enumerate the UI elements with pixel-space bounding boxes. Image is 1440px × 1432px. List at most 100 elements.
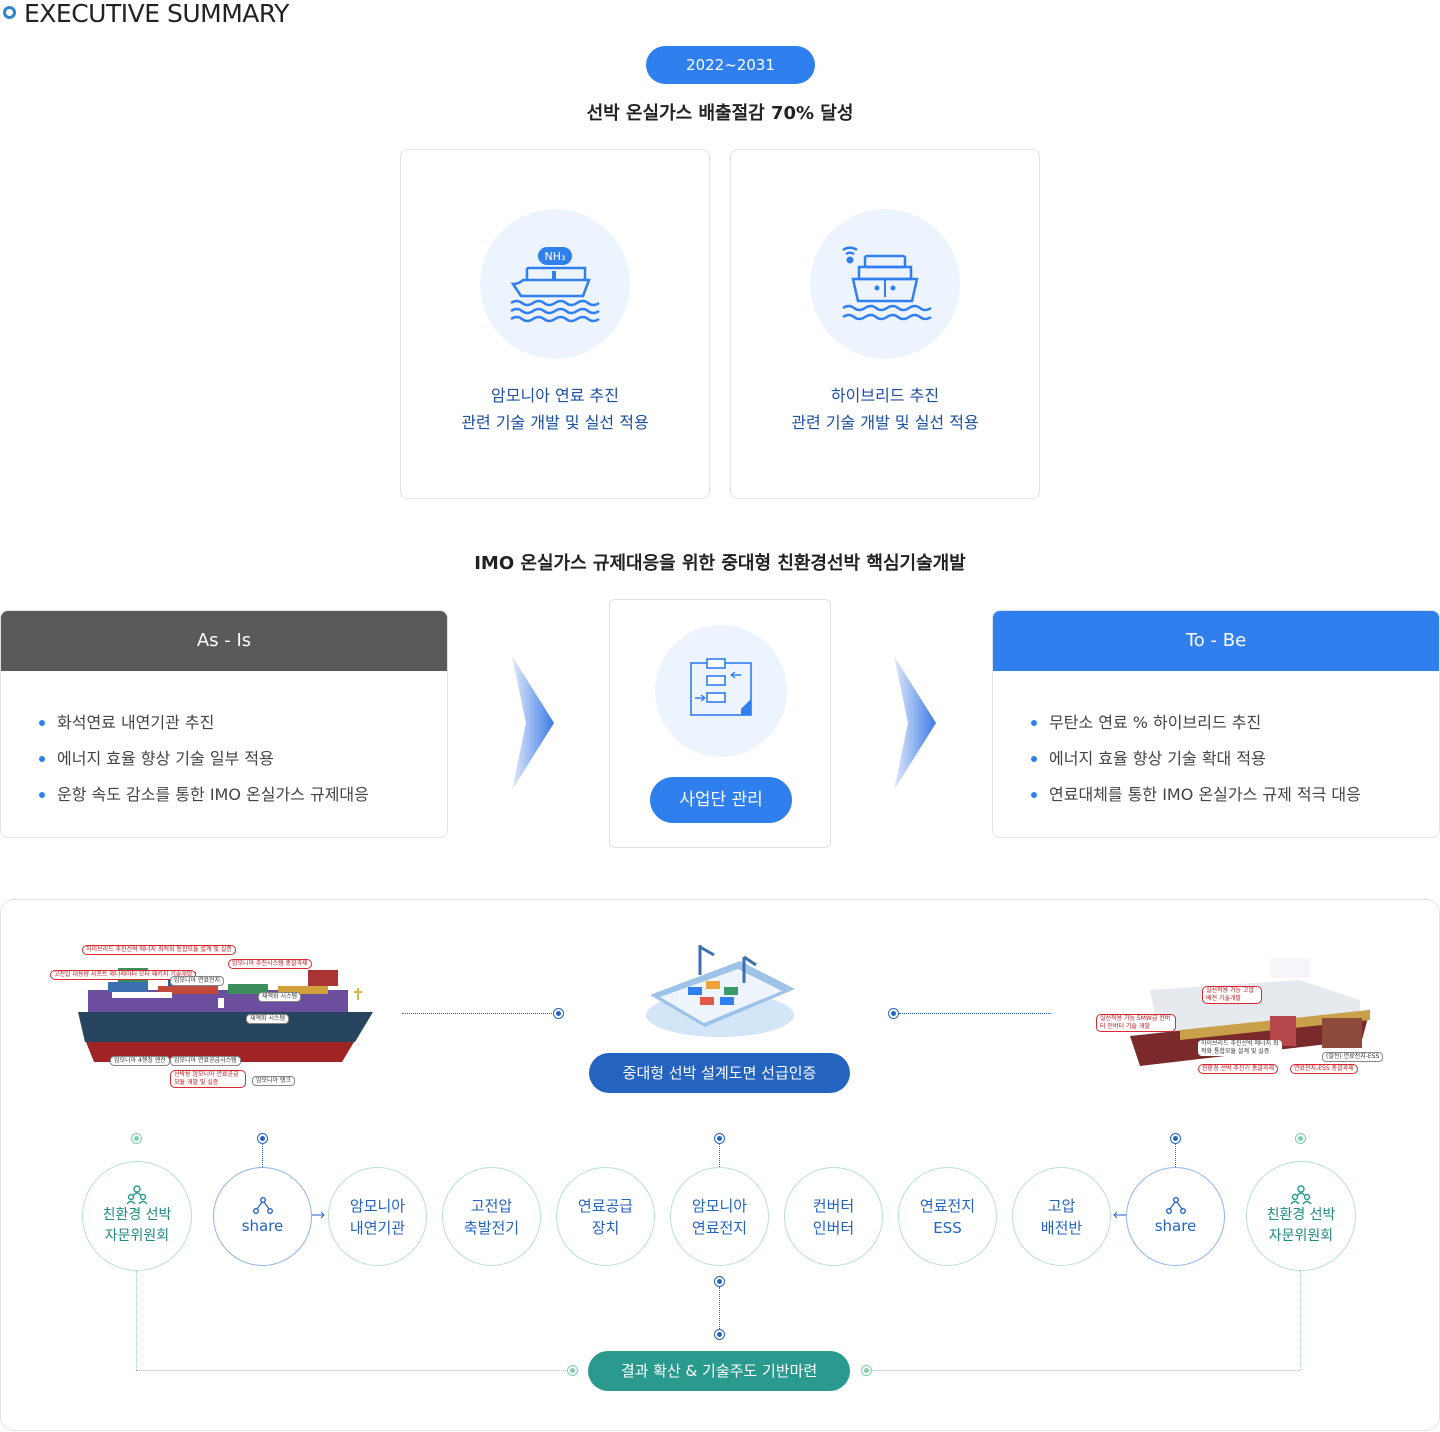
as-is-title: As - Is	[1, 611, 447, 671]
share-icon	[1165, 1196, 1186, 1214]
ship-tag: 재액화 시스템	[258, 992, 302, 1002]
list-item: 화석연료 내연기관 추진	[39, 705, 447, 741]
connector-line	[872, 1370, 1300, 1371]
to-be-title: To - Be	[993, 611, 1439, 671]
connector-dot	[714, 1276, 725, 1287]
ship-tag: 선박용 암모니아 연료공급 모듈 개발 및 실증	[170, 1070, 246, 1088]
ship-tag: 실선적용 가능 고압배전 기술개발	[1202, 986, 1262, 1004]
ship-tag: 암모니아 4행정 엔진	[110, 1056, 170, 1066]
connector-dot	[131, 1133, 142, 1144]
as-is-box: As - Is 화석연료 내연기관 추진 에너지 효율 향상 기술 일부 적용 …	[0, 610, 448, 838]
node-label: 친환경 선박 자문위원회	[1266, 1207, 1336, 1244]
node-label: 고전압 축발전기	[463, 1196, 520, 1237]
to-be-box: To - Be 무탄소 연료 % 하이브리드 추진 에너지 효율 향상 기술 확…	[992, 610, 1440, 838]
card-hybrid-line2: 관련 기술 개발 및 실선 적용	[791, 413, 979, 432]
period-badge: 2022~2031	[646, 46, 815, 84]
ship-tag: 암모니아 추진시스템 총괄과제	[228, 959, 312, 969]
connector-line	[402, 1013, 552, 1014]
node-fuel-supply: 연료공급 장치	[556, 1167, 655, 1266]
list-item: 에너지 효율 향상 기술 일부 적용	[39, 741, 447, 777]
management-box: 사업단 관리	[609, 599, 831, 848]
ammonia-ship-diagram: 하이브리드 추진선박 에너지 최적화 통합모듈 설계 및 실증 고전압 대용량 …	[48, 940, 388, 1090]
connector-line	[1175, 1144, 1176, 1167]
connector-line	[899, 1013, 1051, 1014]
ship-tag: 하이브리드 추진선박 에너지 최적화 통합모듈 설계 및 실증	[82, 945, 236, 955]
list-item: 운항 속도 감소를 통한 IMO 온실가스 규제대응	[39, 777, 447, 813]
node-committee-right: 친환경 선박 자문위원회	[1246, 1161, 1356, 1271]
node-label: 연료공급 장치	[577, 1196, 634, 1237]
ship-tag: 고전압 대용량 샤프트 제너레이터 모터 패키지 기술개발	[50, 970, 197, 980]
committee-icon	[1290, 1185, 1312, 1205]
to-be-list: 무탄소 연료 % 하이브리드 추진 에너지 효율 향상 기술 확대 적용 연료대…	[993, 671, 1439, 813]
ship-tag: 실선적용 가능 5MW급 컨버터 인버터 기술 개발	[1096, 1014, 1176, 1032]
list-item: 에너지 효율 향상 기술 확대 적용	[1031, 741, 1439, 777]
connector-dot	[553, 1008, 564, 1019]
committee-icon	[126, 1185, 148, 1205]
ship-tag: 암모니아 연료공급시스템	[170, 1056, 241, 1066]
node-label: 고압 배전반	[1040, 1196, 1083, 1237]
goal-heading: 선박 온실가스 배출절감 70% 달성	[586, 103, 854, 124]
ammonia-ship-icon: NH₃	[480, 209, 630, 359]
svg-text:NH₃: NH₃	[545, 250, 566, 263]
node-committee-left: 친환경 선박 자문위원회	[82, 1161, 192, 1271]
page-title: EXECUTIVE SUMMARY	[24, 0, 289, 28]
node-ammonia-fuel-cell: 암모니아 연료전지	[670, 1167, 769, 1266]
node-converter-inverter: 컨버터 인버터	[784, 1167, 883, 1266]
node-label: 친환경 선박 자문위원회	[102, 1207, 172, 1244]
share-icon	[252, 1196, 273, 1214]
hybrid-ship-diagram: 실선적용 가능 고압배전 기술개발 실선적용 가능 5MW급 컨버터 인버터 기…	[1090, 950, 1390, 1080]
card-ammonia-line1: 암모니아 연료 추진	[491, 386, 619, 405]
node-label: 연료전지 ESS	[919, 1196, 976, 1237]
node-share-left[interactable]: share	[213, 1167, 312, 1266]
section-title: IMO 온실가스 규제대응을 위한 중대형 친환경선박 핵심기술개발	[474, 553, 966, 574]
connector-line	[136, 1271, 137, 1370]
card-hybrid: 하이브리드 추진 관련 기술 개발 및 실선 적용	[730, 149, 1040, 499]
connector-dot	[861, 1365, 872, 1376]
connector-line	[136, 1370, 566, 1371]
card-hybrid-line1: 하이브리드 추진	[830, 386, 940, 405]
management-button[interactable]: 사업단 관리	[650, 777, 792, 823]
list-item: 무탄소 연료 % 하이브리드 추진	[1031, 705, 1439, 741]
connector-dot	[567, 1365, 578, 1376]
node-share-right[interactable]: share	[1126, 1167, 1225, 1266]
connector-dot	[888, 1008, 899, 1019]
node-label: 암모니아 연료전지	[691, 1196, 748, 1237]
right-arrow-icon	[512, 656, 554, 790]
connector-dot	[1295, 1133, 1306, 1144]
ship-tag: (발전) 연료전지-ESS	[1322, 1052, 1384, 1062]
connector-dot	[257, 1133, 268, 1144]
title-bullet-icon	[3, 6, 16, 19]
node-ammonia-engine: 암모니아 내연기관	[328, 1167, 427, 1266]
node-shaft-generator: 고전압 축발전기	[442, 1167, 541, 1266]
certification-badge: 중대형 선박 설계도면 선급인증	[589, 1053, 850, 1093]
connector-dot	[1170, 1133, 1181, 1144]
ship-tag: 암모니아 연료전지	[170, 976, 225, 986]
node-fuel-cell-ess: 연료전지 ESS	[898, 1167, 997, 1266]
result-badge: 결과 확산 & 기술주도 기반마련	[588, 1351, 850, 1391]
node-label: 암모니아 내연기관	[349, 1196, 406, 1237]
ship-tag: 하이브리드 추진선박 에너지 최적화 통합모듈 설계 및 실증	[1198, 1040, 1282, 1056]
ship-tag: 암모니아 탱크	[252, 1076, 296, 1086]
node-high-voltage-switchboard: 고압 배전반	[1012, 1167, 1111, 1266]
port-ship-illustration	[646, 945, 795, 1037]
card-ammonia-line2: 관련 기술 개발 및 실선 적용	[461, 413, 649, 432]
as-is-list: 화석연료 내연기관 추진 에너지 효율 향상 기술 일부 적용 운항 속도 감소…	[1, 671, 447, 813]
list-item: 연료대체를 통한 IMO 온실가스 규제 적극 대응	[1031, 777, 1439, 813]
connector-dot	[714, 1133, 725, 1144]
ship-tag: 재액화 시스템	[246, 1014, 290, 1024]
flowchart-icon	[655, 625, 787, 757]
container-ship-illustration	[78, 968, 373, 1062]
node-label: share	[241, 1216, 284, 1235]
card-ammonia: NH₃ 암모니아 연료 추진 관련 기술 개발 및 실선 적용	[400, 149, 710, 499]
right-arrow-icon	[894, 656, 936, 790]
connector-dot	[714, 1329, 725, 1340]
ship-tag: 친환경 선박 추진기 총괄과제	[1198, 1064, 1278, 1074]
node-label: share	[1154, 1216, 1197, 1235]
arrow-right-icon	[312, 1211, 325, 1219]
connector-line	[1300, 1271, 1301, 1370]
connector-line	[719, 1287, 720, 1329]
hybrid-ship-icon	[810, 209, 960, 359]
arrow-left-icon	[1113, 1211, 1126, 1219]
ship-tag: 연료전지-ESS 총괄과제	[1290, 1064, 1358, 1074]
connector-line	[719, 1144, 720, 1167]
